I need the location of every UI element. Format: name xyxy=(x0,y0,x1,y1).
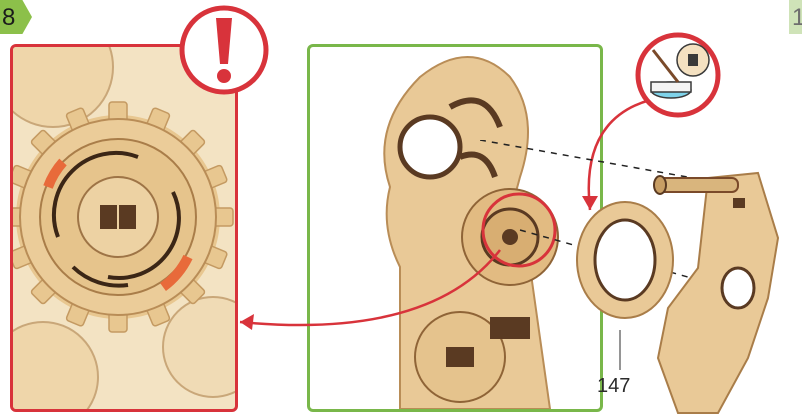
part-leader-line xyxy=(619,330,621,370)
glue-bowl-icon xyxy=(633,30,723,120)
detail-view-frame xyxy=(10,44,238,412)
warning-icon xyxy=(178,4,270,96)
part-number-label: 147 xyxy=(597,375,630,398)
lever-part xyxy=(648,158,798,418)
step-number: 8 xyxy=(2,4,15,32)
detail-gear-illustration xyxy=(13,47,235,409)
next-step-number: 1 xyxy=(792,4,802,32)
